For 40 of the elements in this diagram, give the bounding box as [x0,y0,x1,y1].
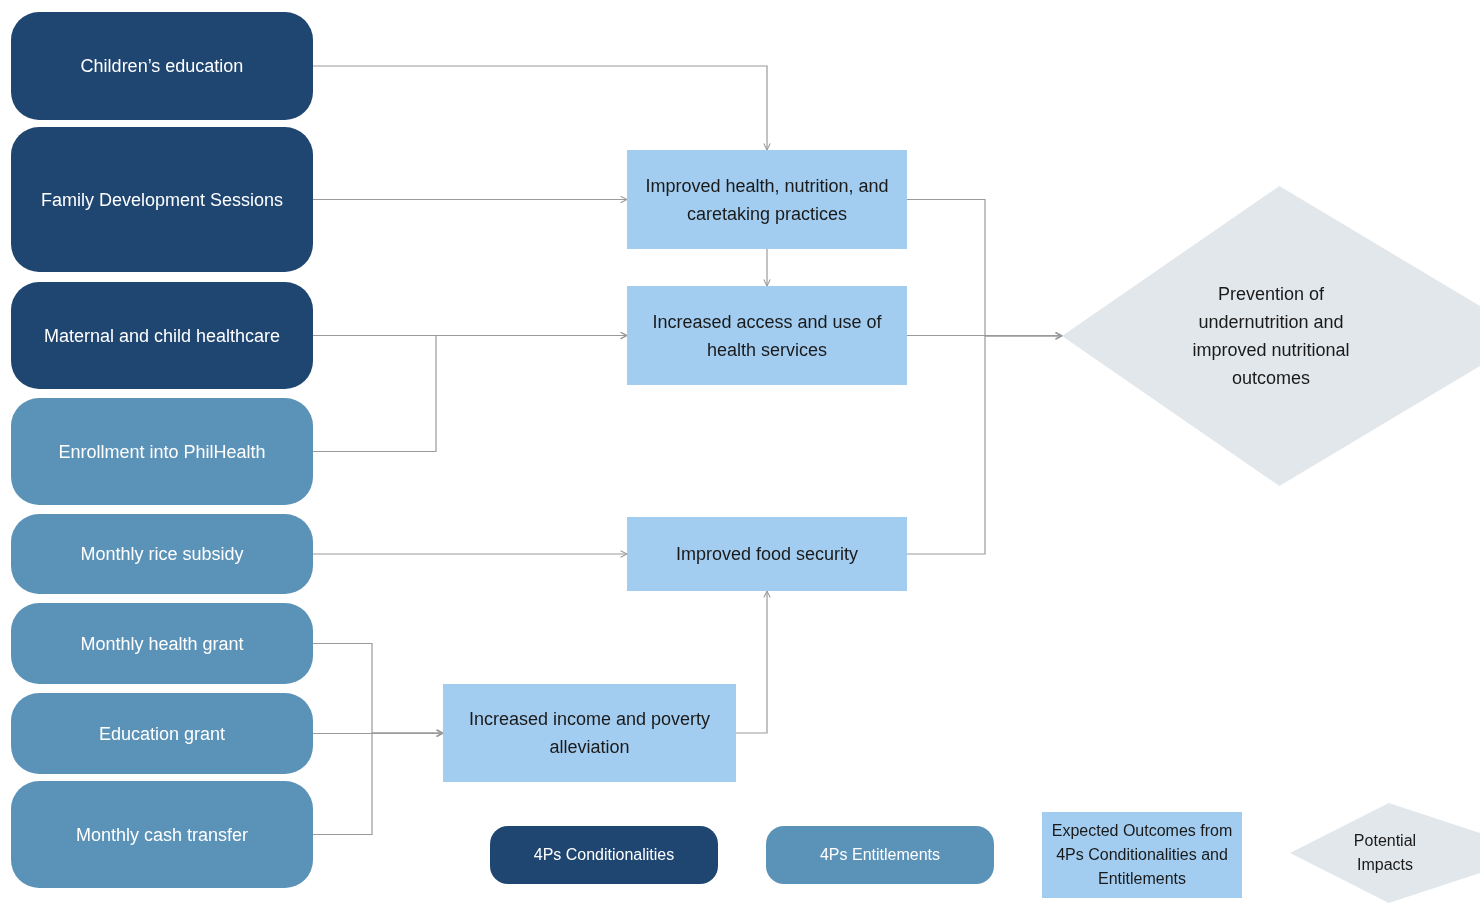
arrow [312,65,771,151]
outcome-box [443,684,736,782]
legend-label: Potential Impacts [1352,831,1418,875]
box-label: Maternal and child healthcare [43,324,281,348]
outcome-box [627,150,907,249]
conditionality-box [11,282,313,389]
entitlement-box [11,398,313,505]
box-label: Family Development Sessions [40,188,284,212]
arrow [735,590,771,734]
arrow [312,331,628,453]
legend-label: 4Ps Entitlements [819,845,941,865]
arrow [312,195,628,204]
arrow [906,332,1063,555]
box-label: Children’s education [80,55,244,78]
entitlement-box [11,693,313,774]
arrow [312,550,628,558]
box-label: Prevention of undernutrition and improved nutritional outcomes [1191,283,1351,390]
legend-label: 4Ps Conditionalities [533,845,675,865]
box-label: Education grant [98,722,226,746]
box-label: Increased access and use of health services [651,310,883,362]
entitlement-box [11,514,313,594]
legend-label: Expected Outcomes from 4Ps Conditionalities and Entitlements [1050,821,1234,889]
arrow [312,729,444,738]
box-label: Improved food security [675,543,859,566]
box-label: Monthly health grant [80,632,244,656]
impact-diamond [1062,186,1480,486]
box-label: Improved health, nutrition, and caretaking practices [644,174,890,226]
box-label: Monthly cash transfer [75,823,249,847]
conditionality-box [11,12,313,120]
entitlement-box [11,781,313,888]
conditionality-box [11,127,313,272]
entitlement-box [11,603,313,684]
arrow [312,729,444,836]
outcome-box [627,286,907,385]
arrow [906,331,1063,340]
box-label: Monthly rice subsidy [80,543,244,566]
outcome-box [627,517,907,591]
arrow [763,248,771,287]
box-label: Increased income and poverty alleviation [467,708,712,759]
box-label: Enrollment into PhilHealth [58,440,266,464]
